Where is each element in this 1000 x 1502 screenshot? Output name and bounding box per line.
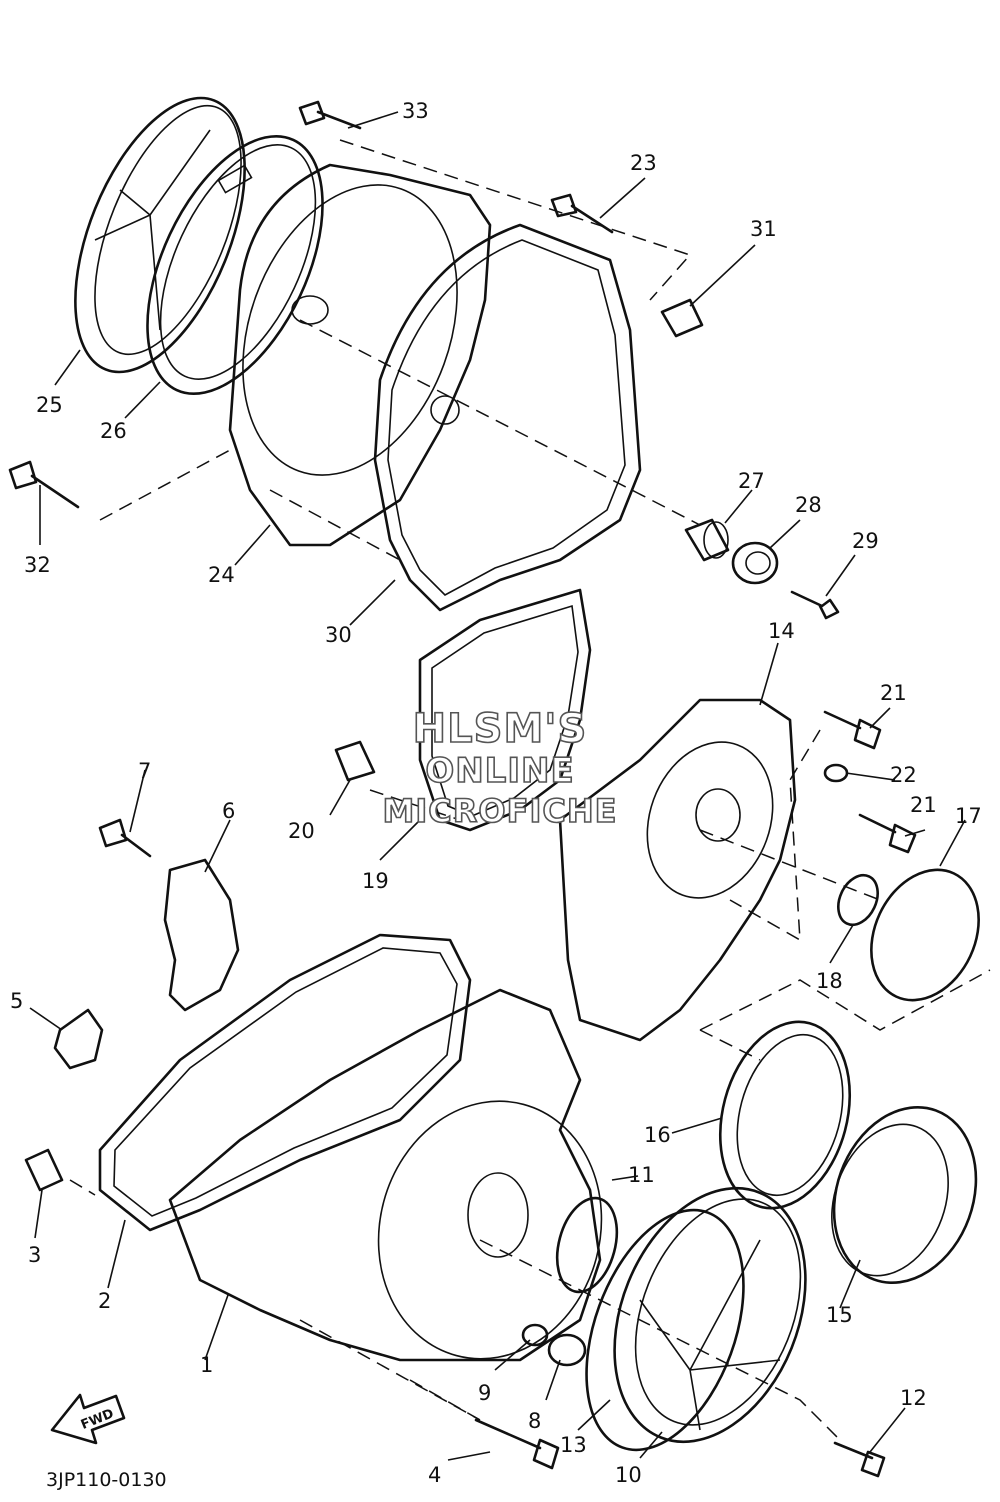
callout-4: 4 [428,1463,441,1487]
part-15-cap [831,1105,978,1285]
callout-numbers: 1 2 3 4 5 6 7 8 9 10 11 12 13 14 15 16 1… [10,99,982,1487]
callout-11: 11 [628,1163,655,1187]
callout-28: 28 [795,493,822,517]
callout-13: 13 [560,1433,587,1457]
callout-1: 1 [200,1353,213,1377]
callout-14: 14 [768,619,795,643]
part-19-gasket [418,588,592,832]
callout-24: 24 [208,563,235,587]
callout-22: 22 [890,763,917,787]
part-1-crankcase-cover [168,988,603,1362]
callout-30: 30 [325,623,352,647]
callout-12: 12 [900,1386,927,1410]
watermark: HLSM'S ONLINE MICROFICHE [382,705,618,831]
callout-2: 2 [98,1289,111,1313]
callout-7: 7 [138,759,151,783]
callout-5: 5 [10,989,23,1013]
part-2-gasket [98,933,472,1232]
callout-32: 32 [24,553,51,577]
callout-31: 31 [750,217,777,241]
assembly-lines [69,139,991,1441]
callout-26: 26 [100,419,127,443]
callout-10: 10 [615,1463,642,1487]
callout-6: 6 [222,799,235,823]
callout-23: 23 [630,151,657,175]
callout-25: 25 [36,393,63,417]
callout-3: 3 [28,1243,41,1267]
watermark-line-3: MICROFICHE [383,792,618,830]
callout-21-lower: 21 [910,793,937,817]
watermark-line-1: HLSM'S [413,706,588,752]
part-16-seal-ring [718,1020,852,1210]
part-10-clutch-cover [613,1186,807,1444]
part-24-main-cover [228,163,492,547]
callout-15: 15 [826,1303,853,1327]
callout-33: 33 [402,99,429,123]
reference-code: 3JP110-0130 [46,1469,167,1491]
fwd-direction-arrow: FWD [50,1393,126,1445]
part-13-gasket [585,1208,745,1452]
callout-20: 20 [288,819,315,843]
part-30-gasket-frame [373,223,642,612]
fasteners [8,100,917,1478]
watermark-line-2: ONLINE [425,751,574,791]
callout-16: 16 [644,1123,671,1147]
part-14-inner-cover [558,698,797,1042]
callout-8: 8 [528,1409,541,1433]
callout-9: 9 [478,1381,491,1405]
part-18-bearing-seal [837,873,879,927]
part-17-snap-ring [870,868,980,1002]
callout-27: 27 [738,469,765,493]
callout-17: 17 [955,804,982,828]
callout-19: 19 [362,869,389,893]
callout-18: 18 [816,969,843,993]
part-25-outer-cover [74,96,246,374]
part-26-gasket [146,134,324,396]
leader-lines [29,111,966,1461]
callout-21-upper: 21 [880,681,907,705]
callout-29: 29 [852,529,879,553]
